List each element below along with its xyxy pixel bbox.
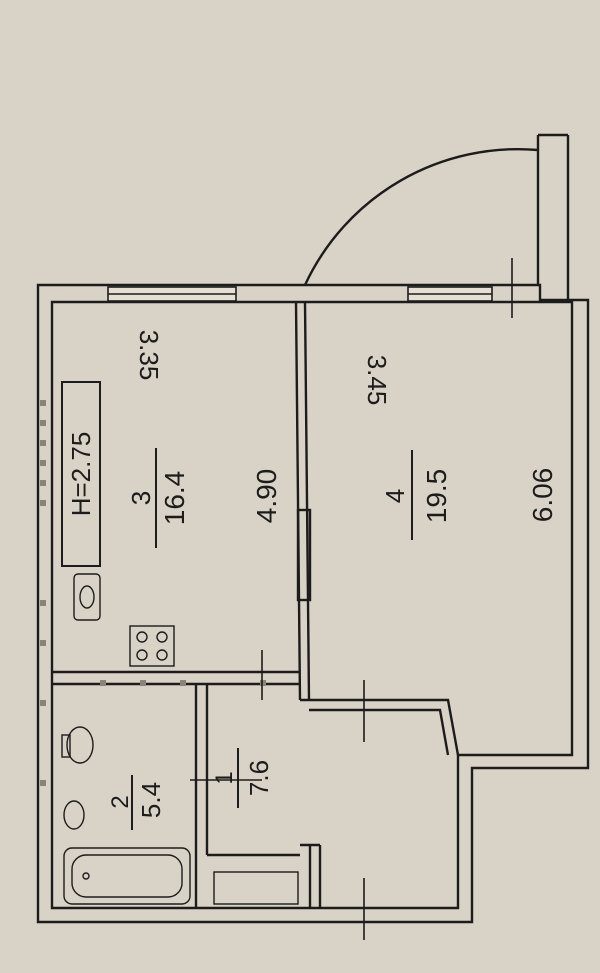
room1-area: 7.6: [244, 760, 274, 796]
bath-fixtures: [61, 726, 191, 905]
toilet-bowl: [66, 726, 94, 764]
room2-number: 2: [107, 795, 134, 808]
outer-wall-outline: [36, 283, 590, 924]
room3-area: 16.4: [159, 471, 190, 526]
hall-closet: [213, 871, 299, 905]
partition-3-4-inner: [303, 301, 311, 701]
hall-wall-top-inner: [309, 708, 450, 756]
stove-body: [129, 625, 175, 667]
bath-sink: [63, 800, 85, 830]
room4-width: 3.45: [362, 355, 392, 406]
room3-width: 3.35: [134, 330, 164, 381]
door-room3: [296, 508, 312, 602]
burner-2: [156, 631, 168, 643]
height-label-box: [61, 381, 101, 567]
stove: [129, 625, 175, 667]
bathtub-inner: [71, 854, 183, 898]
wall-hatching: [40, 400, 266, 786]
balcony-arc: [303, 148, 539, 286]
plan-labels: H=2.75 3 16.4 3.35 4.90 4 19.5 3.45 6.06…: [66, 330, 558, 830]
partition-3-4: [294, 301, 302, 701]
walls: [36, 133, 590, 924]
sink-bowl: [79, 585, 95, 609]
room2-area: 5.4: [136, 782, 166, 818]
bathtub-drain: [82, 872, 90, 880]
burner-1: [136, 631, 148, 643]
burner-3: [136, 649, 148, 661]
kitchen-sink: [73, 573, 101, 621]
windows: [107, 286, 493, 302]
dimension-ticks: [190, 258, 513, 940]
sink-body: [73, 573, 101, 621]
room1-number: 1: [211, 771, 238, 784]
hall-wall-top: [300, 698, 460, 756]
room4-length: 6.06: [527, 468, 558, 523]
room4-area: 19.5: [421, 469, 452, 524]
bathtub: [63, 847, 191, 905]
height-label: H=2.75: [66, 432, 96, 517]
room4-number: 4: [380, 489, 410, 503]
room3-number: 3: [126, 491, 156, 505]
toilet-tank: [61, 734, 71, 758]
burner-4: [156, 649, 168, 661]
room3-length: 4.90: [251, 469, 282, 524]
